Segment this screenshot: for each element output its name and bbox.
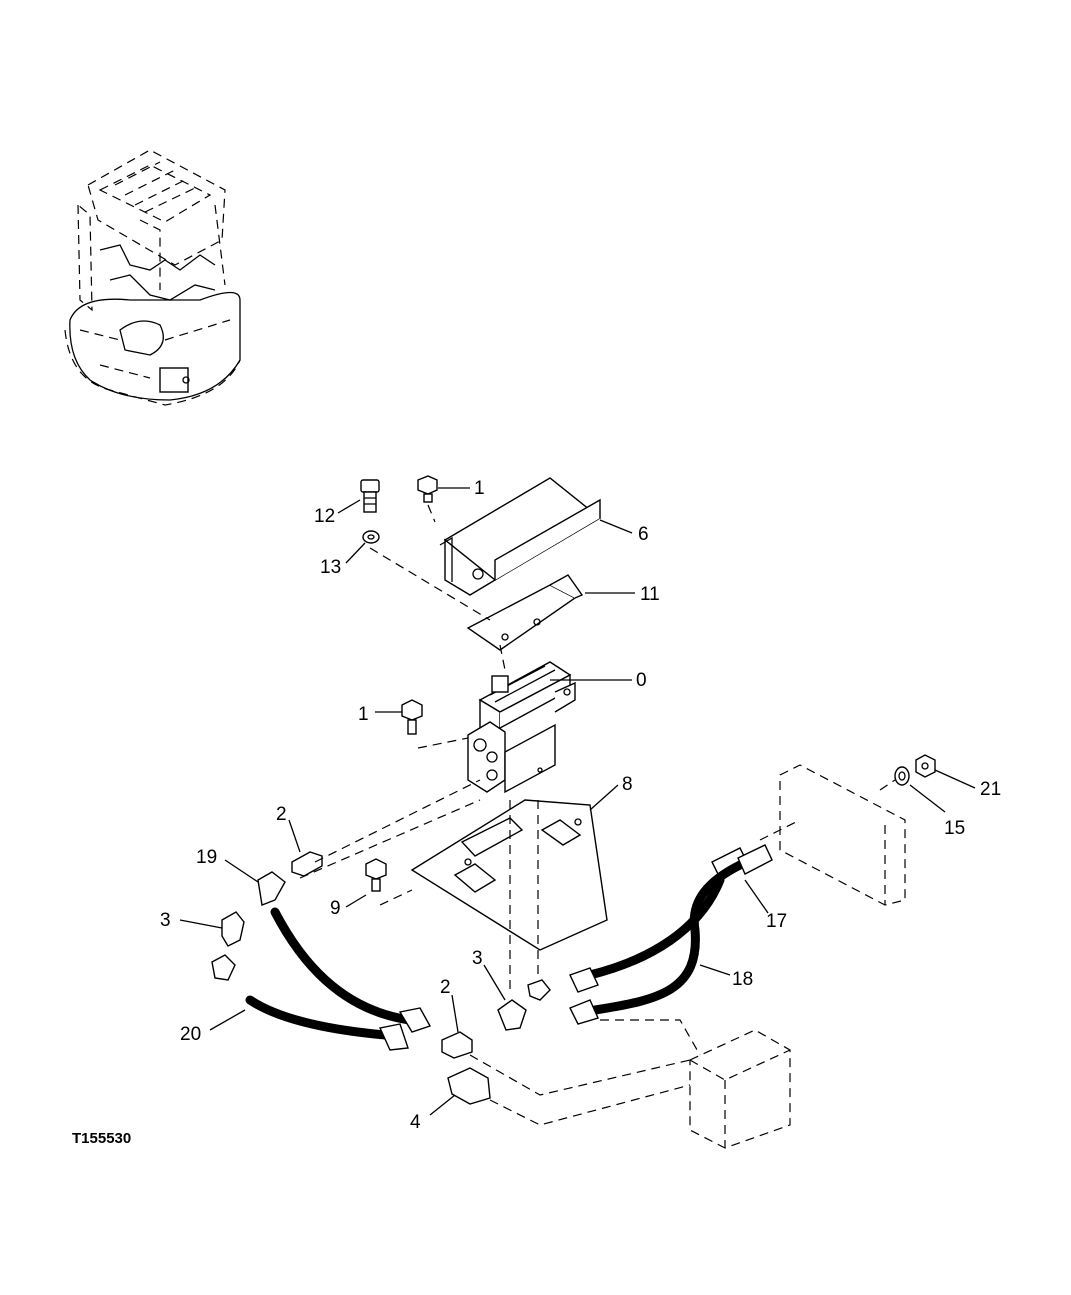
hose-18 [569,844,773,1025]
callout-19: 19 [196,847,217,868]
hose-17 [569,847,749,993]
callout-2-lower: 2 [440,977,451,998]
callout-11: 11 [640,584,660,605]
control-valve-block [779,764,906,906]
figure-id: T155530 [72,1130,131,1147]
lock-washer-13 [362,530,380,544]
callout-17: 17 [766,911,787,932]
flange-bolt-1-mid [401,699,423,735]
pilot-control-valve [467,661,576,794]
callout-20: 20 [180,1024,201,1045]
machine-locator-view [64,149,241,406]
washer-15 [894,766,910,786]
valve-cover [439,477,602,596]
nut-21 [915,754,936,778]
callout-0: 0 [636,670,647,691]
callout-4: 4 [410,1112,421,1133]
elbow-3-left [221,911,245,947]
callout-12: 12 [314,506,335,527]
callout-8: 8 [622,774,633,795]
fitting-2-lower [441,1031,473,1059]
fitting-2-upper [291,851,323,877]
callout-6: 6 [638,524,649,545]
swing-valve-block [689,1029,791,1149]
callout-3-right: 3 [472,948,483,969]
callout-9: 9 [330,898,341,919]
callout-21: 21 [980,779,1001,800]
hose-19 [257,871,432,1033]
callout-18: 18 [732,969,753,990]
callout-3-left: 3 [160,910,171,931]
hose-20 [211,954,409,1051]
flange-bolt-1-top [417,475,438,503]
callout-1-top: 1 [474,478,485,499]
callout-2-upper: 2 [276,804,287,825]
callout-15: 15 [944,818,965,839]
flange-bolt-9 [365,858,387,892]
callout-1-mid: 1 [358,704,369,725]
elbow-3-right [497,979,551,1031]
cap-screw-12 [360,479,380,513]
callout-13: 13 [320,557,341,578]
bracket-plate [466,574,584,651]
tee-fitting-4 [447,1067,491,1105]
